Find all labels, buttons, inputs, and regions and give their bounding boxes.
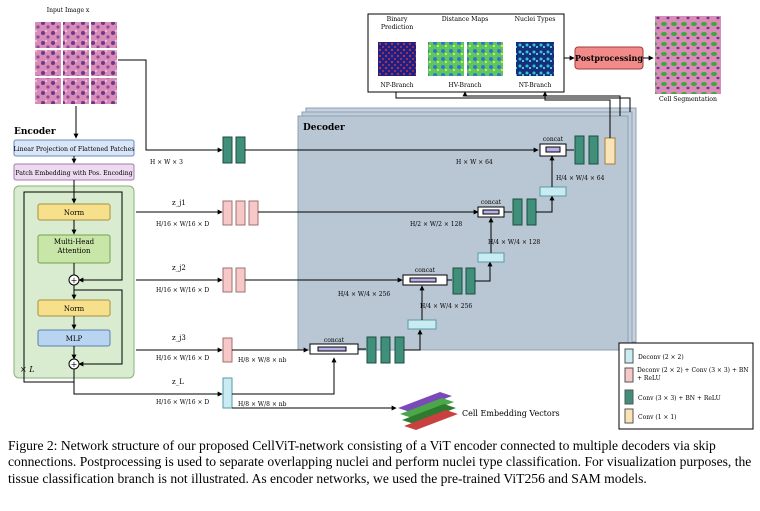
hv-branch-label: HV-Branch	[449, 82, 482, 89]
skip-zj2-dims: H/16 × W/16 × D	[156, 287, 209, 294]
skip-zl-name: z_L	[172, 378, 184, 386]
dims-h2w2-128: H/2 × W/2 × 128	[410, 221, 462, 228]
cell-embedding-icon	[398, 392, 458, 430]
repeat-label: × L	[20, 365, 35, 374]
hv-map-image-1	[428, 42, 464, 76]
stage3-deconv	[539, 186, 567, 197]
nt-branch-label: NT-Branch	[519, 82, 552, 89]
cellvit-architecture-diagram: Input Image x Encoder Linear Projection …	[13, 7, 754, 430]
linear-projection-label: Linear Projection of Flattened Patches	[14, 146, 135, 153]
np-branch-label: NP-Branch	[381, 82, 414, 89]
cell-segmentation-image	[655, 16, 721, 94]
dims-h4w4-64: H/4 × W/4 × 64	[556, 175, 605, 182]
figure-caption: Figure 2: Network structure of our propo…	[8, 438, 752, 486]
stage2-deconv	[477, 252, 505, 263]
nuclei-types-label: Nuclei Types	[514, 16, 556, 23]
residual-add-2-label: +	[71, 360, 78, 369]
norm1-label: Norm	[64, 209, 85, 217]
distance-maps-label: Distance Maps	[441, 16, 489, 23]
decoder-panel	[297, 115, 629, 351]
nt-map-image	[516, 42, 554, 76]
mlp-label: MLP	[66, 335, 83, 343]
skip-zj3-name: z_j3	[172, 334, 186, 342]
zj2-deconv-stack	[222, 267, 246, 293]
final-conv1x1	[604, 137, 616, 165]
decoder-title: Decoder	[303, 123, 345, 133]
legend-item-deconv: Deconv (2 × 2)	[624, 348, 684, 364]
concat-label-4: concat	[543, 136, 564, 143]
zj3-deconv	[222, 337, 233, 363]
dims-hw64: H × W × 64	[456, 159, 493, 166]
stage4-conv-stack	[574, 135, 599, 165]
binary-prediction-label: Binary Prediction	[380, 16, 414, 31]
input-patches	[35, 22, 117, 104]
stage1-conv-stack	[366, 336, 405, 364]
svg-text:Conv (1 × 1): Conv (1 × 1)	[638, 414, 677, 421]
stage1-deconv	[407, 319, 437, 330]
concat-label-3: concat	[481, 199, 502, 206]
patch-embedding-label: Patch Embedding with Pos. Encoding	[15, 170, 132, 177]
dims-h4w4-256-b: H/4 × W/4 × 256	[420, 303, 472, 310]
dims-h4w4-256-a: H/4 × W/4 × 256	[338, 291, 390, 298]
cell-segmentation-label: Cell Segmentation	[658, 96, 718, 103]
skip-zj2-name: z_j2	[172, 264, 186, 272]
mha-label: Multi-Head Attention	[53, 238, 95, 255]
dims-h8w8-nb-a: H/8 × W/8 × nb	[238, 357, 287, 364]
concat-label-2: concat	[415, 267, 436, 274]
np-map-image	[378, 42, 416, 76]
zj1-deconv-stack	[222, 200, 259, 226]
legend	[618, 342, 754, 430]
skip-zl-dims: H/16 × W/16 × D	[156, 399, 209, 406]
svg-text:Deconv (2 × 2): Deconv (2 × 2)	[638, 354, 684, 361]
input-dims: H × W × 3	[150, 159, 183, 166]
legend-item-conv: Conv (3 × 3) + BN + ReLU	[624, 389, 721, 405]
concat-label-1: concat	[324, 337, 345, 344]
legend-item-conv1x1: Conv (1 × 1)	[624, 408, 677, 424]
input-conv-stack	[222, 136, 246, 164]
norm2-label: Norm	[64, 305, 85, 313]
skip-zj1-name: z_j1	[172, 199, 186, 207]
skip-zj3-dims: H/16 × W/16 × D	[156, 355, 209, 362]
hv-map-image-2	[467, 42, 503, 76]
encoder-title: Encoder	[14, 127, 56, 137]
input-image-label: Input Image x	[47, 7, 90, 14]
postprocessing-label: Postprocessing	[575, 53, 643, 63]
zl-deconv	[222, 377, 233, 409]
dims-h8w8-nb-b: H/8 × W/8 × nb	[238, 401, 287, 408]
residual-add-1-label: +	[71, 276, 78, 285]
legend-item-deconv-conv: Deconv (2 × 2) + Conv (3 × 3) + BN + ReL…	[624, 367, 749, 383]
cell-embedding-label: Cell Embedding Vectors	[462, 409, 560, 418]
skip-zj1-dims: H/16 × W/16 × D	[156, 221, 209, 228]
dims-h4w4-128: H/4 × W/4 × 128	[488, 239, 540, 246]
svg-text:Conv (3 × 3) + BN + ReLU: Conv (3 × 3) + BN + ReLU	[638, 395, 721, 402]
